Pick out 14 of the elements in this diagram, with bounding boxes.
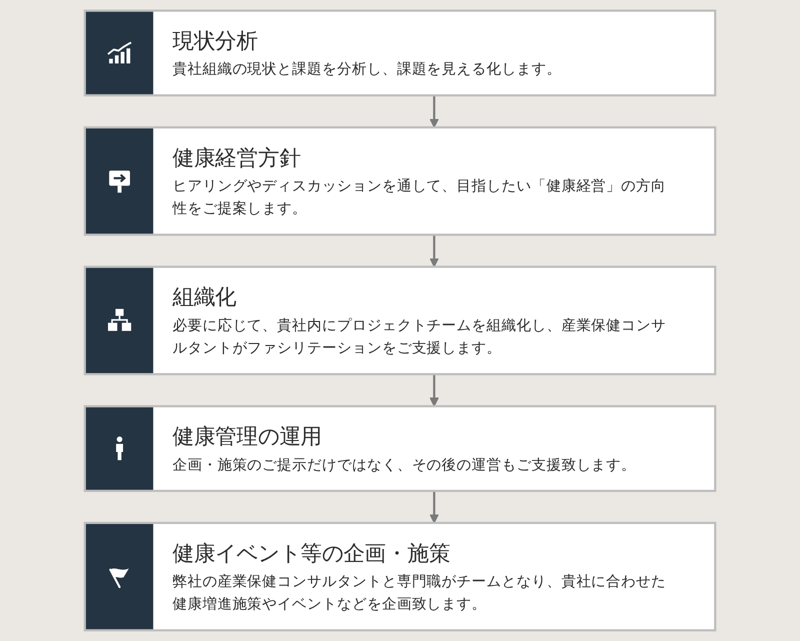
- step-description: 弊社の産業保健コンサルタントと専門職がチームとなり、貴社に合わせた健康増進施策やイベントなどを企画致します。: [172, 573, 666, 612]
- step-title: 健康経営方針: [172, 146, 301, 170]
- step-title: 健康管理の運用: [172, 425, 322, 449]
- step-description: 企画・施策のご提示だけではなく、その後の運営もご支援致します。: [172, 456, 636, 472]
- step-description: ヒアリングやディスカッションを通して、目指したい「健康経営」の方向性をご提案します。: [172, 178, 666, 216]
- arrow: [429, 490, 439, 524]
- step-description: 貴社組織の現状と課題を分析し、課題を見える化します。: [172, 60, 562, 77]
- step-title: 現状分析: [172, 30, 258, 54]
- step-title: 健康イベント等の企画・施策: [172, 542, 450, 566]
- arrow: [429, 95, 439, 128]
- arrow: [429, 374, 439, 407]
- step-description: 必要に応じて、貴社内にプロジェクトチームを組織化し、産業保健コンサルタントがファシリテーションをご支援します。: [172, 317, 666, 356]
- step-title: 組織化: [172, 286, 237, 310]
- arrow: [429, 234, 439, 268]
